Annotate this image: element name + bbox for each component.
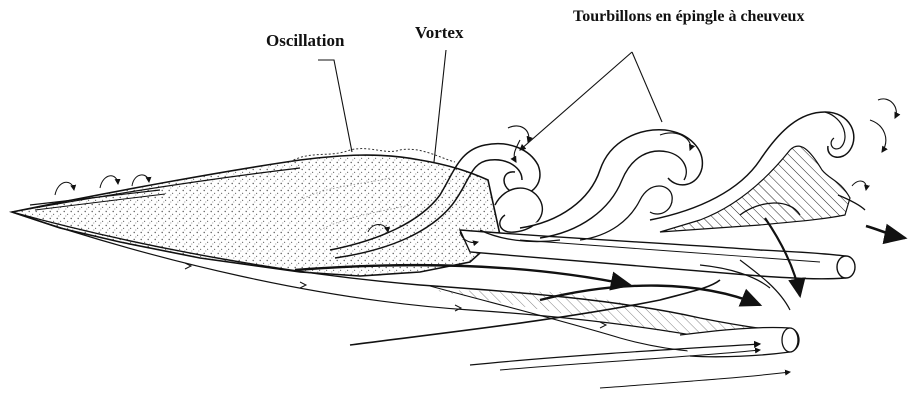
wing-body xyxy=(12,155,500,276)
hairpin-vortices-label: Tourbillons en épingle à cheuveux xyxy=(573,9,804,25)
oscillation-label: Oscillation xyxy=(266,32,344,49)
vortex-label: Vortex xyxy=(415,24,463,41)
primary-vortex-tube xyxy=(460,230,855,279)
leader-lines xyxy=(318,50,662,162)
